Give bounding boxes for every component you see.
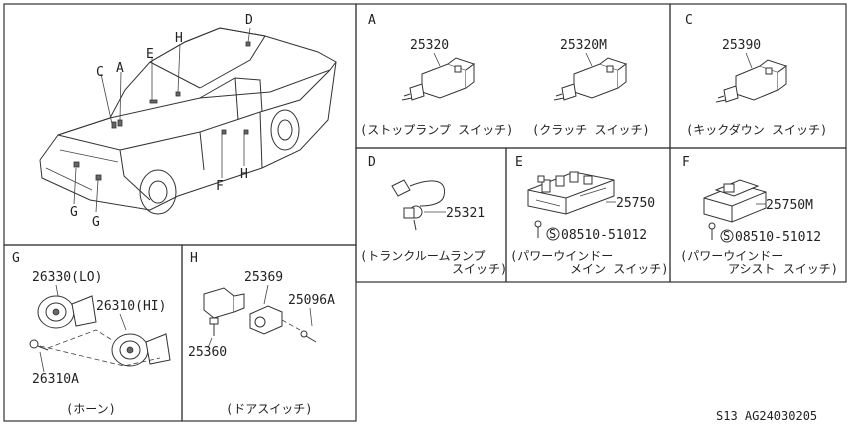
part-25320m-label: 25320M [560,38,607,53]
callout-f: F [216,179,224,194]
part-25750m-label: 25750M [766,198,813,213]
caption-door-switch: (ドアスイッチ) [226,402,312,416]
panel-c-letter: C [685,13,693,28]
callout-h-1: H [175,31,183,46]
panel-d-letter: D [368,155,376,170]
panel-g-letter: G [12,251,20,266]
part-25369-label: 25369 [244,270,283,285]
kickdown-switch-icon [715,59,788,103]
clutch-switch-icon [553,57,628,101]
caption-pw-assist-2: アシスト スイッチ) [728,262,838,276]
callout-e: E [146,47,154,62]
part-25750-label: 25750 [616,196,655,211]
horn-hi-icon [111,333,171,367]
diagram-code: S13 AG24030205 [716,409,817,423]
callout-h-2: H [240,167,248,182]
caption-pw-main-2: メイン スイッチ) [570,262,668,276]
caption-horn: (ホーン) [66,402,116,416]
panel-e: E 25750 S 08510-51012 (パワーウインドー メイン スイッチ… [510,155,668,276]
callout-d: D [245,13,253,28]
panel-c: C 25390 (キックダウン スイッチ) [685,13,827,137]
panel-h-letter: H [190,251,198,266]
panel-g: G 26330(LO) 26310(HI) 26310A (ホーン) [12,251,171,416]
door-switch-screw-icon [300,330,317,343]
panel-f-frame [669,147,847,283]
panel-frames [3,3,847,422]
panel-h: H 25369 25096A 25360 (ドアスイッチ) [188,251,335,416]
car-illustration [39,27,337,215]
part-25320-label: 25320 [410,38,449,53]
power-window-assist-switch-icon [703,179,767,223]
caption-pw-assist-1: (パワーウインドー [680,249,783,263]
trunk-lamp-switch-icon [391,179,446,231]
caption-stop-lamp-switch: (ストップランプ スイッチ) [360,123,513,137]
part-25360-label: 25360 [188,345,227,360]
panel-a: A 25320 25320M (ストップランプ スイッチ) (クラッチ スイッチ… [360,13,650,137]
s-symbol-circle [546,227,560,241]
caption-kickdown-switch: (キックダウン スイッチ) [686,122,827,137]
panel-e-letter: E [515,155,523,170]
s-symbol-f: S [723,229,730,243]
s-symbol-circle [720,229,734,243]
caption-trunk-lamp-1: (トランクルームランプ [360,249,486,263]
part-25390-label: 25390 [722,38,761,53]
callout-c: C [96,65,104,80]
horn-lo-icon [37,295,97,329]
door-switch-icon [203,287,245,336]
part-26310a-label: 26310A [32,372,79,387]
panel-f: F 25750M S 08510-51012 (パワーウインドー アシスト スイ… [680,155,838,276]
part-26330-lo-label: 26330(LO) [32,270,102,285]
horn-bolt-icon [29,339,49,351]
power-window-main-switch-icon [527,171,615,215]
s-symbol-e: S [549,227,556,241]
part-08510-51012-f-label: 08510-51012 [735,230,821,245]
panel-d: D 25321 (トランクルームランプ スイッチ) [360,155,507,276]
part-08510-51012-e-label: 08510-51012 [561,228,647,243]
door-switch-cap-icon [249,305,283,335]
panel-a-letter: A [368,13,376,28]
caption-pw-main-1: (パワーウインドー [510,249,613,263]
part-25321-label: 25321 [446,206,485,221]
screw-icon [534,220,542,238]
panel-f-letter: F [682,155,690,170]
stop-lamp-switch-icon [401,57,476,101]
part-25096a-label: 25096A [288,293,335,308]
panel-h-frame [181,244,357,422]
callout-g-2: G [92,215,100,230]
caption-trunk-lamp-2: スイッチ) [452,262,507,276]
screw-icon [708,222,716,240]
caption-clutch-switch: (クラッチ スイッチ) [532,123,650,137]
callout-g-1: G [70,205,78,220]
part-26310-hi-label: 26310(HI) [96,299,166,314]
car-callouts: A C D E F G G H H [70,13,253,230]
callout-a: A [116,61,124,76]
